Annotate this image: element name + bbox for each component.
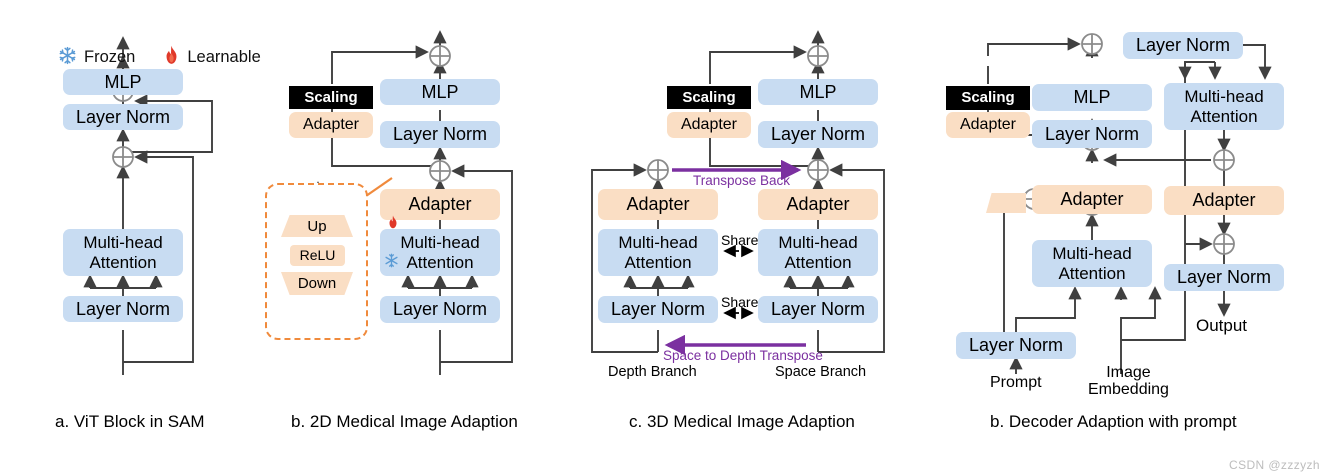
block-b-inset-up: Up — [281, 215, 353, 237]
label-output: Output — [1196, 316, 1248, 335]
block-b-mlp: MLP — [380, 79, 500, 105]
watermark: CSDN @zzzyzh — [1229, 458, 1320, 472]
block-b-adapter-label: Adapter — [408, 194, 472, 215]
block-d-layer-norm-mlp: Layer Norm — [1032, 120, 1152, 148]
caption-panel-c: c. 3D Medical Image Adaption — [629, 412, 855, 431]
label-depth-branch: Depth Branch — [608, 364, 697, 380]
block-d-scaling: Scaling — [946, 86, 1030, 110]
block-c-layer-norm-space: Layer Norm — [758, 296, 878, 323]
block-d-multi-head-attention-right: Multi-head Attention — [1164, 83, 1284, 130]
block-c-adapter-scaling: Adapter — [667, 112, 751, 138]
caption-panel-a: a. ViT Block in SAM — [55, 412, 205, 431]
flame-icon — [387, 195, 399, 234]
block-c-layer-norm-top: Layer Norm — [758, 121, 878, 148]
block-b-layer-norm-1: Layer Norm — [380, 296, 500, 323]
block-b-multi-head-attention: Multi-head Attention — [380, 229, 500, 276]
block-d-mlp: MLP — [1032, 84, 1152, 111]
flame-icon — [163, 45, 180, 70]
block-b-adapter: Adapter — [380, 189, 500, 229]
block-b-layer-norm-2: Layer Norm — [380, 121, 500, 148]
block-c-adapter-space: Adapter — [758, 189, 878, 220]
caption-panel-d: b. Decoder Adaption with prompt — [990, 412, 1237, 431]
block-d-adapter-scaling: Adapter — [946, 112, 1030, 138]
label-space-branch: Space Branch — [775, 364, 867, 380]
block-d-layer-norm-bottom: Layer Norm — [956, 332, 1076, 359]
annotation-space-to-depth-transpose: Space to Depth Transpose — [663, 348, 823, 363]
block-c-mlp: MLP — [758, 79, 878, 105]
block-d-prompt-token — [986, 193, 1026, 213]
block-a-multi-head-attention: Multi-head Attention — [63, 229, 183, 276]
block-b-inset-relu: ReLU — [290, 245, 345, 266]
block-b-adapter-scaling: Adapter — [289, 112, 373, 138]
snowflake-icon — [58, 46, 77, 70]
block-d-multi-head-attention-left: Multi-head Attention — [1032, 240, 1152, 287]
block-d-adapter-mid: Adapter — [1032, 185, 1152, 214]
label-image-embedding: Image Embedding — [1088, 364, 1169, 399]
annotation-transpose-back: Transpose Back — [693, 173, 791, 188]
label-prompt: Prompt — [990, 374, 1042, 391]
block-a-layer-norm-1: Layer Norm — [63, 296, 183, 322]
block-c-multi-head-attention-space: Multi-head Attention — [758, 229, 878, 276]
block-a-mlp: MLP — [63, 69, 183, 95]
block-c-scaling: Scaling — [667, 86, 751, 109]
legend-label-learnable: Learnable — [187, 48, 261, 66]
annotation-share-bottom: Share — [721, 294, 759, 310]
block-d-layer-norm-top: Layer Norm — [1123, 32, 1243, 59]
block-c-multi-head-attention-depth: Multi-head Attention — [598, 229, 718, 276]
block-c-layer-norm-depth: Layer Norm — [598, 296, 718, 323]
block-d-adapter-right: Adapter — [1164, 186, 1284, 215]
caption-panel-b: b. 2D Medical Image Adaption — [291, 412, 518, 431]
snowflake-icon — [384, 234, 399, 272]
legend: Frozen Learnable — [58, 45, 261, 70]
block-b-scaling: Scaling — [289, 86, 373, 109]
block-a-layer-norm-2: Layer Norm — [63, 104, 183, 130]
block-c-adapter-depth: Adapter — [598, 189, 718, 220]
annotation-share-top: Share — [721, 232, 759, 248]
legend-label-frozen: Frozen — [84, 48, 136, 66]
block-d-layer-norm-right: Layer Norm — [1164, 264, 1284, 291]
block-b-inset-down: Down — [281, 272, 353, 295]
block-b-mha-label: Multi-head Attention — [400, 233, 480, 272]
